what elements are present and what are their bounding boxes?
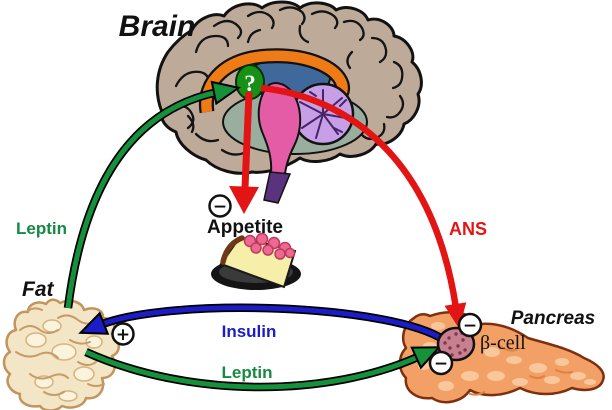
leptin-pancreas-label: Leptin <box>222 363 273 382</box>
fat-texture <box>15 307 105 402</box>
appetite-arrow <box>229 91 259 214</box>
pancreas-texture <box>418 322 596 396</box>
brain-label: Brain <box>119 10 196 43</box>
cake-crust <box>220 235 245 265</box>
ans-label: ANS <box>449 219 487 239</box>
islet-top-minus-sign: − <box>463 316 477 336</box>
appetite-minus-sign: − <box>213 197 227 217</box>
pancreas-label: Pancreas <box>511 308 596 329</box>
insulin-plus-sign: + <box>116 325 130 345</box>
appetite-label: Appetite <box>207 217 283 238</box>
insulin-arrow-pancreas-to-fat <box>78 303 447 344</box>
leptin-arrow-fat-to-pancreas <box>84 346 442 392</box>
leptin-arrow-fat-to-brain <box>63 80 241 309</box>
islet-minus-badge-bottom: − <box>428 350 454 376</box>
beta-cell-label: β-cell <box>480 332 526 354</box>
brain-illustration: ? <box>155 0 423 204</box>
appetite-minus-badge: − <box>208 194 232 218</box>
insulin-plus-badge: + <box>111 322 135 346</box>
ans-arrow-brain-to-pancreas <box>260 84 467 329</box>
insulin-label: Insulin <box>222 322 277 341</box>
islet-minus-badge-top: − <box>457 312 483 338</box>
brain-gyri-lines <box>170 6 405 156</box>
hypothalamus-question-label: ? <box>244 71 256 96</box>
spinal-cord <box>263 171 292 204</box>
cake-berries <box>243 232 296 260</box>
cake-icon <box>211 232 301 290</box>
leptin-brain-label: Leptin <box>16 219 67 238</box>
fat-label: Fat <box>22 278 55 301</box>
islet-bottom-minus-sign: − <box>434 354 448 374</box>
